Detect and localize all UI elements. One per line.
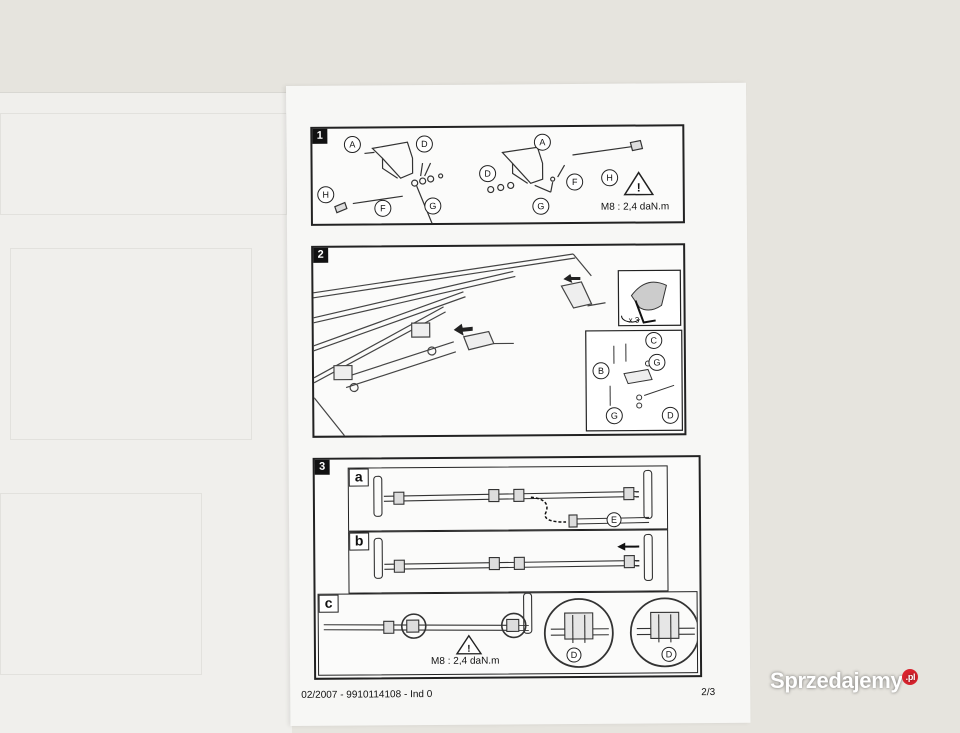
arrow-icon [617,543,639,551]
step-3-panel: 3 a E [313,455,703,680]
faint-box [0,113,287,215]
svg-text:!: ! [637,181,641,195]
step-2-diagram: x 3 C G B G D [313,245,684,436]
callout-C: C [651,335,658,345]
sub-panel-b: b [348,529,668,593]
arrow-icon [453,274,580,336]
warning-triangle-icon: ! [625,172,653,194]
callout-D: D [667,410,674,420]
callout-G: G [429,201,436,211]
callout-D: D [571,650,578,660]
callout-E: E [611,515,617,525]
inset-quantity: x 3 [629,316,640,325]
callout-H: H [322,190,329,200]
instruction-page: 1 A [286,83,750,726]
callout-G: G [537,201,544,211]
watermark-text: Sprzedajemy [770,668,902,693]
warning-triangle-icon: ! [457,636,481,655]
callout-D: D [666,649,673,659]
callout-B: B [598,366,604,376]
step-1-panel: 1 A [310,124,685,226]
sub-panel-a: a E [348,465,668,531]
watermark-badge: .pl [902,669,918,685]
svg-text:!: ! [467,644,470,655]
callout-F: F [380,203,386,213]
footer-doc-ref: 02/2007 - 9910114108 - Ind 0 [301,689,432,701]
left-page [0,92,292,733]
callout-D: D [421,139,428,149]
footer-page-number: 2/3 [701,687,715,698]
step-2-panel: 2 [311,243,686,438]
callout-G: G [653,357,660,367]
callout-H: H [606,173,613,183]
faint-box [0,493,202,675]
step-number: 3 [315,460,330,475]
torque-value: M8 : 2,4 daN.m [431,656,499,667]
callout-F: F [572,177,578,187]
sub-panel-c: c [318,591,699,676]
callout-A: A [349,140,355,150]
faint-box [10,248,252,440]
callout-D: D [484,169,491,179]
torque-value: M8 : 2,4 daN.m [601,201,669,212]
callout-G: G [611,411,618,421]
watermark-logo: Sprzedajemy.pl [770,668,918,694]
callout-A: A [539,137,545,147]
